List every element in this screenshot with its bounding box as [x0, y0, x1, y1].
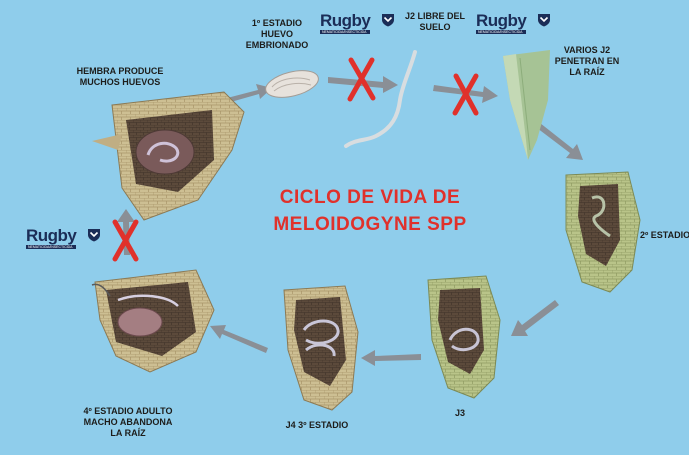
adult-root-illustration: [92, 270, 214, 372]
arrow-j3-to-j4: [361, 350, 421, 366]
female-root-illustration: [92, 92, 244, 220]
brand-subtitle: NEMATICIDA/INSECTICIDA: [476, 30, 526, 34]
label-egg: 1º ESTADIO HUEVO EMBRIONADO: [240, 18, 314, 51]
root-tip-illustration: [503, 50, 550, 160]
j3-root-illustration: [428, 276, 500, 398]
j4-root-illustration: [284, 286, 358, 410]
label-adult: 4º ESTADIO ADULTO MACHO ABANDONA LA RAÍZ: [78, 406, 178, 439]
shield-icon: [87, 228, 101, 242]
brand-name: Rugby: [476, 11, 526, 30]
rugby-logo-1: Rugby NEMATICIDA/INSECTICIDA: [320, 11, 370, 34]
shield-icon: [381, 13, 395, 27]
label-j3: J3: [440, 408, 480, 419]
label-female: HEMBRA PRODUCE MUCHOS HUEVOS: [76, 66, 164, 88]
label-second-stage: 2º ESTADIO: [640, 230, 689, 241]
shield-icon: [537, 13, 551, 27]
diagram-title-line1: CICLO DE VIDA DE: [245, 187, 495, 209]
rugby-logo-2: Rugby NEMATICIDA/INSECTICIDA: [476, 11, 526, 34]
arrow-j4-to-adult: [210, 325, 268, 353]
second-stage-root-illustration: [566, 172, 640, 292]
rugby-logo-3: Rugby NEMATICIDA/INSECTICIDA: [26, 226, 76, 249]
label-j4: J4 3º ESTADIO: [282, 420, 352, 431]
brand-name: Rugby: [320, 11, 370, 30]
brand-subtitle: NEMATICIDA/INSECTICIDA: [320, 30, 370, 34]
arrow-penetrate-to-second: [537, 123, 583, 160]
label-j2-penetrate: VARIOS J2 PENETRAN EN LA RAÍZ: [552, 45, 622, 78]
diagram-title-line2: MELOIDOGYNE SPP: [245, 214, 495, 236]
brand-subtitle: NEMATICIDA/INSECTICIDA: [26, 245, 76, 249]
label-j2-soil: J2 LIBRE DEL SUELO: [398, 11, 472, 33]
brand-name: Rugby: [26, 226, 76, 245]
egg-illustration: [263, 66, 321, 102]
arrow-second-to-j3: [511, 300, 559, 336]
